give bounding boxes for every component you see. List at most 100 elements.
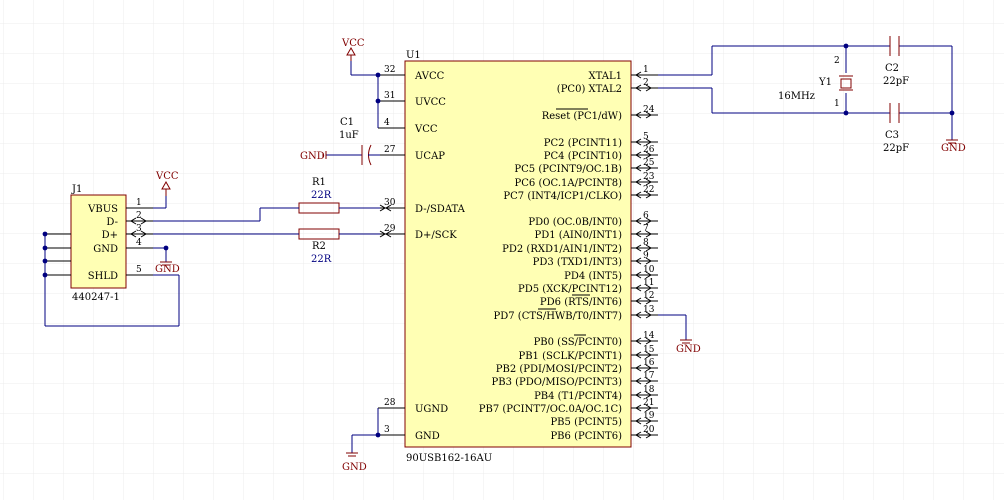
u1-pin-30[interactable]: 30D-/SDATA [378, 198, 466, 215]
u1-pin-number: 5 [643, 132, 649, 142]
u1-pin-number: 9 [643, 251, 649, 261]
u1-pin-name: PB0 (SS/PCINT0) [534, 337, 623, 348]
c1-capacitor[interactable]: C1 1uF [326, 117, 380, 166]
gnd-label-j1: GND [155, 264, 180, 275]
u1-pin-number: 24 [643, 105, 655, 115]
gnd-label-crystal: GND [941, 143, 966, 154]
j1-pin-number: 4 [136, 238, 142, 248]
j1-pin-3[interactable]: 3D+ [102, 224, 153, 241]
r1-value: 22R [311, 190, 332, 201]
u1-pin-2[interactable]: 2(PC0) XTAL2 [557, 78, 658, 95]
gnd-symbol-c1[interactable]: GND [300, 151, 327, 162]
vcc-net-u1 [350, 61, 381, 128]
j1-designator: J1 [71, 184, 82, 195]
u1-pin-name: XTAL1 [589, 71, 622, 82]
u1-pin-number: 7 [643, 224, 649, 234]
u1-pin-name: PD5 (XCK/PCINT12) [518, 284, 622, 295]
gnd-symbol-pd7[interactable]: GND [676, 339, 701, 355]
u1-pin-name: GND [415, 431, 440, 442]
usb-data-wires [153, 207, 380, 235]
u1-pin-number: 10 [643, 265, 655, 275]
u1-pin-number: 12 [643, 291, 654, 301]
j1-part: 440247-1 [72, 292, 120, 303]
gnd-label-c1: GND [300, 151, 325, 162]
gnd-net-pd7 [658, 314, 687, 340]
u1-pin-name: PD3 (TXD1/INT3) [533, 257, 622, 268]
u1-pin-number: 1 [643, 65, 649, 75]
vcc-symbol-u1[interactable]: VCC [341, 38, 365, 61]
c1-designator: C1 [340, 117, 354, 128]
y1-crystal[interactable]: Y1 16MHz 2 1 [778, 56, 853, 109]
u1-pin-29[interactable]: 29D+/SCK [378, 224, 457, 241]
y1-pin-a: 2 [834, 56, 840, 66]
gnd-symbol-crystal[interactable]: GND [941, 139, 966, 154]
u1-pin-number: 21 [643, 398, 654, 408]
u1-pin-number: 23 [643, 172, 655, 182]
u1-pin-number: 15 [643, 345, 655, 355]
u1-pin-name: D+/SCK [415, 230, 457, 241]
c2-capacitor[interactable]: C2 22pF [883, 36, 909, 87]
j1-pin-name: SHLD [88, 271, 118, 282]
c3-value: 22pF [883, 143, 909, 154]
c2-designator: C2 [885, 63, 899, 74]
vcc-symbol-j1[interactable]: VCC [155, 171, 179, 196]
gnd-symbol-j1[interactable]: GND [155, 261, 180, 275]
u1-pin-name: PC6 (OC.1A/PCINT8) [515, 178, 623, 189]
j1-pin-2[interactable]: 2D- [106, 211, 153, 228]
c3-capacitor[interactable]: C3 22pF [883, 103, 909, 154]
u1-designator: U1 [406, 50, 421, 61]
gnd-symbol-u1[interactable]: GND [342, 452, 367, 473]
u1-pin-name: PB3 (PDO/MISO/PCINT3) [492, 377, 623, 388]
u1-pin-number: 13 [643, 305, 655, 315]
u1-ic[interactable]: U1 90USB162-16AU 32AVCC31UVCC4VCC27UCAP3… [378, 50, 658, 464]
u1-pin-name: PD6 (RTS/INT6) [540, 297, 622, 308]
u1-pin-number: 16 [643, 358, 655, 368]
u1-pin-number: 2 [643, 78, 649, 88]
u1-body[interactable] [404, 60, 632, 448]
u1-pin-number: 4 [384, 118, 390, 128]
u1-pin-name: UCAP [415, 151, 445, 162]
u1-pin-number: 31 [384, 91, 395, 101]
u1-pin-name: UVCC [415, 97, 446, 108]
u1-pin-name: UGND [415, 404, 448, 415]
j1-pin-number: 2 [136, 211, 142, 221]
c3-designator: C3 [885, 130, 899, 141]
c2-value: 22pF [883, 76, 909, 87]
j1-body[interactable] [70, 194, 127, 289]
